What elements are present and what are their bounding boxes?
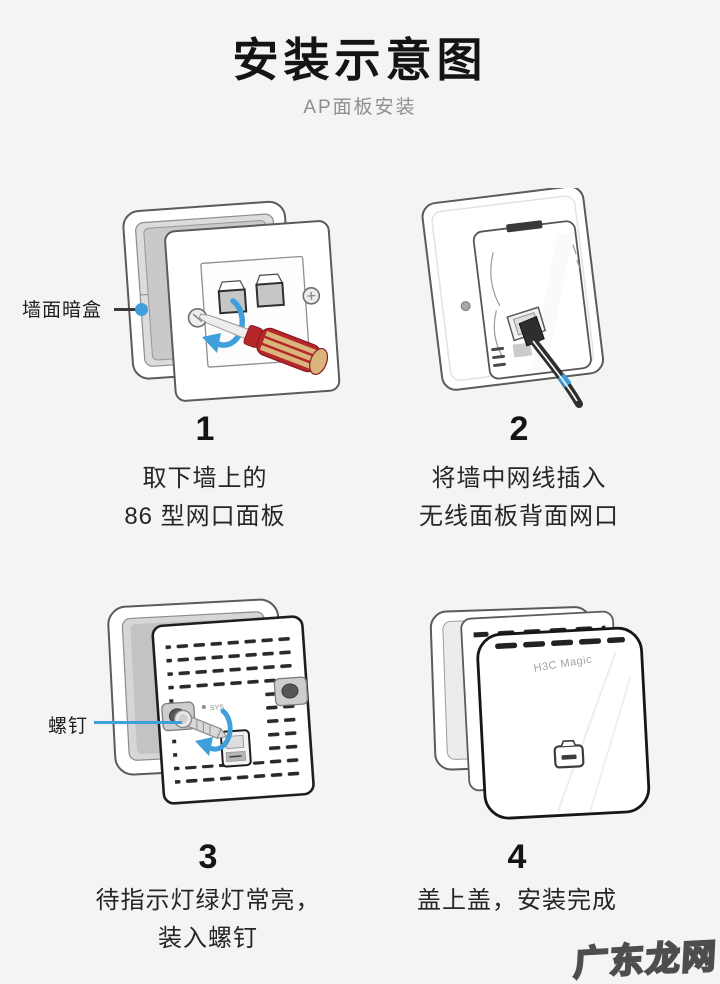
wall-box-leader-dot bbox=[135, 303, 148, 316]
step-2-number: 2 bbox=[509, 410, 529, 448]
rj45-plug-icon bbox=[518, 315, 545, 347]
ap-panel-back-icon bbox=[472, 220, 592, 380]
watermark: 广东龙网 bbox=[572, 936, 720, 984]
ap-cover-icon: H3C Magic bbox=[476, 626, 651, 820]
vent-panel-icon: SYS bbox=[151, 615, 315, 805]
screw-icon bbox=[302, 287, 321, 305]
step-4-number: 4 bbox=[507, 838, 527, 876]
step-4-caption: 盖上盖，安装完成 bbox=[367, 882, 667, 920]
step-3-number: 3 bbox=[198, 838, 218, 876]
step-1-caption-line: 取下墙上的 bbox=[142, 465, 268, 492]
step-2-caption-line: 将墙中网线插入 bbox=[431, 465, 607, 492]
step-1-illustration bbox=[122, 200, 341, 402]
step-3-caption-line: 待指示灯绿灯常亮， bbox=[95, 887, 321, 914]
led-indicator: SYS bbox=[201, 704, 225, 712]
step-3-caption-line: 装入螺钉 bbox=[158, 925, 258, 952]
step-4-illustration: H3C Magic bbox=[429, 606, 651, 820]
screw-leader-line bbox=[94, 721, 182, 724]
screw-label: 螺钉 bbox=[48, 716, 89, 737]
step-2-illustration bbox=[421, 188, 605, 408]
page-title: 安装示意图 bbox=[232, 34, 488, 86]
step-1-caption-line: 86 型网口面板 bbox=[124, 503, 286, 530]
step-3-illustration: SYS bbox=[107, 598, 315, 805]
step-4-caption-line: 盖上盖，安装完成 bbox=[417, 887, 617, 914]
ethernet-cable-icon bbox=[528, 335, 583, 408]
step-3-caption: 待指示灯绿灯常亮， 装入螺钉 bbox=[58, 882, 358, 958]
rotate-arrow-icon bbox=[195, 708, 233, 756]
port-icon bbox=[553, 739, 585, 769]
step-1-number: 1 bbox=[195, 410, 215, 448]
step-2-caption-line: 无线面板背面网口 bbox=[419, 503, 619, 530]
svg-text:SYS: SYS bbox=[210, 704, 225, 712]
step-1-caption: 取下墙上的 86 型网口面板 bbox=[55, 460, 355, 536]
network-port-icon bbox=[255, 273, 285, 308]
wall-box-label: 墙面暗盒 bbox=[22, 300, 103, 321]
page-subtitle: AP面板安装 bbox=[303, 97, 417, 118]
step-2-caption: 将墙中网线插入 无线面板背面网口 bbox=[369, 460, 669, 536]
wall-box-leader-line bbox=[114, 308, 138, 311]
screwdriver-icon bbox=[198, 313, 329, 376]
screw-tab-icon bbox=[273, 676, 309, 707]
